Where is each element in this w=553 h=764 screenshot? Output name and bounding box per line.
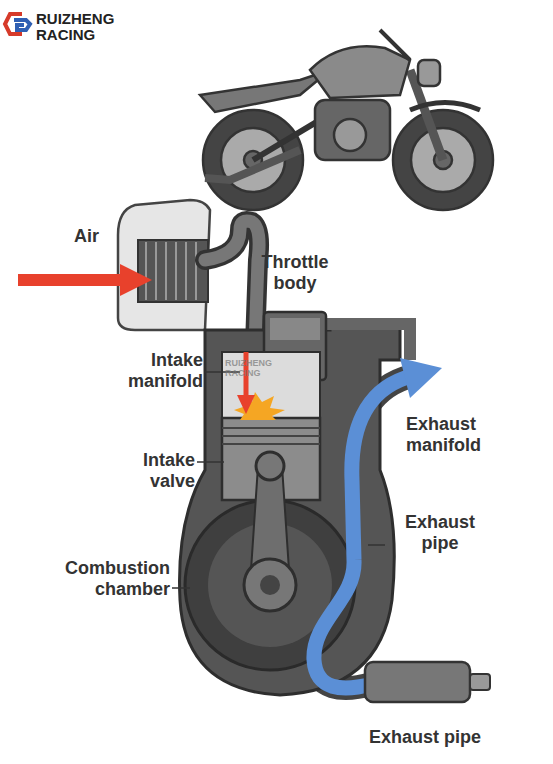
engine-block [315,100,390,160]
exhaust-flow-arrowhead [400,358,442,398]
part-label: Combustion chamber [55,558,170,600]
throttle-plate [270,318,320,340]
intake-flow-arrowhead [237,395,255,414]
handlebar [380,30,410,60]
part-label: Air [74,226,134,247]
engine [180,312,410,695]
part-label: Exhaust pipe [390,512,490,554]
part-label: Exhaust pipe [345,727,505,748]
headlight [418,60,440,86]
exhaust-flow [314,378,405,688]
part-label: Exhaust manifold [406,414,506,456]
logo-icon [5,14,30,34]
engine-case [180,320,400,695]
air-flow-arrow [18,274,125,286]
watermark: RUIZHENG RACING [225,358,285,378]
engine-cover [334,119,366,151]
logo-stroke [14,20,30,30]
brand-logo-text: RUIZHENG RACING [36,11,131,43]
wrist-pin [256,452,284,480]
crank-pin [244,559,296,611]
moto-exhaust [205,150,300,180]
leader-line [172,587,190,589]
motorcycle [200,30,493,210]
air-flow-arrowhead [120,264,152,296]
crank-center [260,575,280,595]
part-label: Throttle body [250,252,340,294]
cylinder-bore [222,352,320,424]
filter-housing [118,200,210,330]
muffler-tip [470,674,490,690]
seat-tail [200,70,330,112]
leader-line [368,544,385,546]
part-label: Intake manifold [100,350,203,392]
part-label: Intake valve [100,450,195,492]
intake-pipe [205,221,259,345]
filter-element [138,240,208,302]
air-filter [118,200,210,330]
piston-rings [222,428,320,444]
intake-pipe-outline [205,221,259,345]
muffler [365,662,470,702]
fuel-tank [310,46,410,98]
leader-line [197,461,224,463]
combustion-flame [234,392,285,420]
breather-hose [320,324,410,360]
leader-lines [172,372,385,588]
front-fender [410,103,480,111]
filter-pleats [146,242,196,300]
